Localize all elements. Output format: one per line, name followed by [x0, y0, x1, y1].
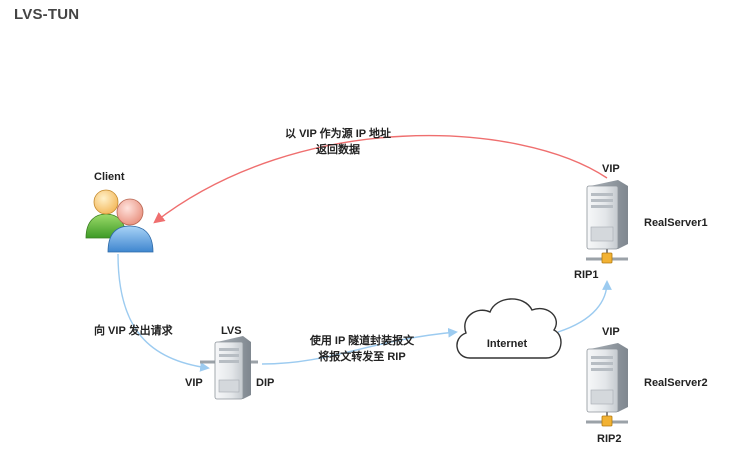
rs2-rip-label: RIP2 — [597, 433, 622, 445]
rs2-vip-label: VIP — [602, 326, 620, 338]
return-label-line2: 返回数据 — [316, 144, 360, 156]
page-title: LVS-TUN — [14, 6, 80, 23]
lvs-vip-label: VIP — [185, 377, 203, 389]
users-icon — [85, 189, 154, 253]
rs1-vip-label: VIP — [602, 163, 620, 175]
tunnel-label-line2: 将报文转发至 RIP — [318, 351, 406, 363]
lvs-dip-label: DIP — [256, 377, 275, 389]
client-label: Client — [94, 171, 125, 183]
return-arrow — [153, 134, 608, 224]
realserver1-icon — [586, 180, 628, 264]
internet-label: Internet — [486, 338, 528, 350]
return-label-line1: 以 VIP 作为源 IP 地址 — [285, 128, 391, 140]
rs1-name-label: RealServer1 — [644, 217, 708, 229]
forward-arrow — [557, 280, 612, 333]
tunnel-label-line1: 使用 IP 隧道封装报文 — [309, 335, 415, 347]
request-label: 向 VIP 发出请求 — [94, 325, 173, 337]
rs2-name-label: RealServer2 — [644, 377, 708, 389]
tunnel-arrow — [261, 327, 458, 365]
lvs-label: LVS — [221, 325, 242, 337]
lvs-server-icon — [200, 336, 258, 400]
request-arrow — [117, 253, 210, 372]
rs1-rip-label: RIP1 — [574, 269, 599, 281]
realserver2-icon — [586, 343, 628, 427]
cloud-icon — [456, 298, 562, 359]
